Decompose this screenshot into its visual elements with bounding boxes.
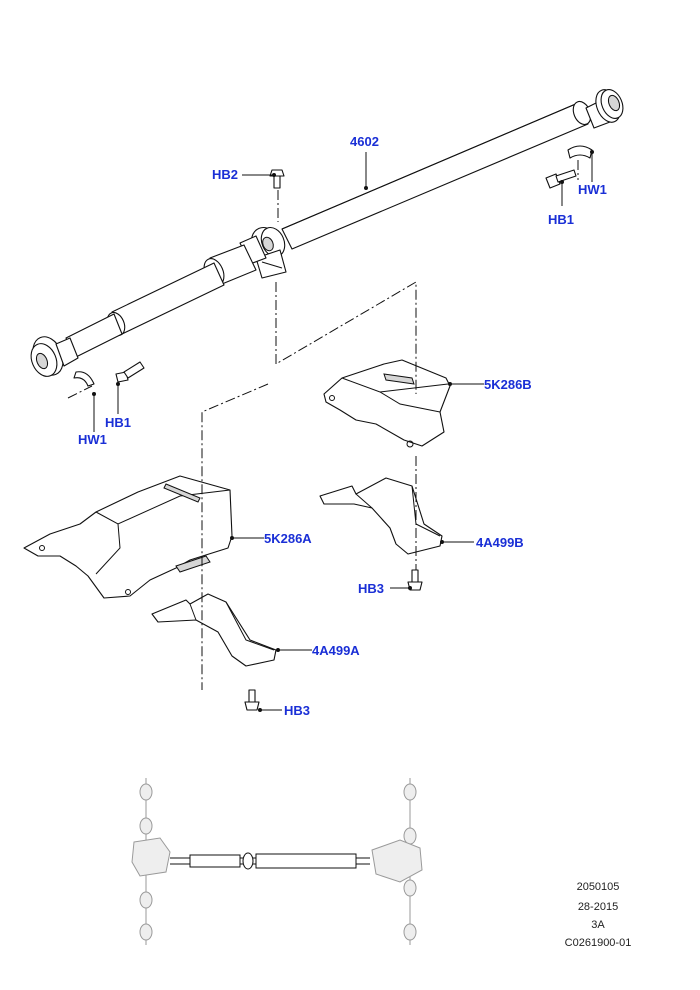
- reference-line-1: 2050105: [577, 881, 620, 893]
- callout-hb3-upper[interactable]: HB3: [358, 581, 384, 596]
- callout-hw1-rear[interactable]: HW1: [578, 182, 607, 197]
- heat-shield-5k286a: [23, 475, 233, 599]
- reference-block: 2050105 28-2015 3A C0261900-01: [565, 881, 632, 949]
- callout-hb1-front[interactable]: HB1: [105, 415, 131, 430]
- centre-bearing-bolt-hb2: [269, 169, 285, 189]
- alignment-lines: [67, 160, 579, 690]
- bracket-4a499a: [151, 593, 277, 667]
- reference-line-3: 3A: [591, 919, 605, 931]
- reference-line-4: C0261900-01: [565, 937, 632, 949]
- bracket-4a499b: [319, 477, 443, 555]
- bracket-bolt-hb3-lower: [244, 689, 260, 711]
- front-washer-hw1: [73, 371, 95, 387]
- callout-bracket-a[interactable]: 4A499A: [312, 643, 360, 658]
- heat-shield-5k286b: [323, 359, 451, 448]
- callout-shaft[interactable]: 4602: [350, 134, 379, 149]
- leader-lines: [92, 150, 594, 712]
- callout-hb2[interactable]: HB2: [212, 167, 238, 182]
- callout-shield-b[interactable]: 5K286B: [484, 377, 532, 392]
- driveline-locator-illustration: [131, 778, 423, 945]
- callout-hw1-front[interactable]: HW1: [78, 432, 107, 447]
- rear-washer-hw1: [567, 145, 593, 159]
- front-bolt-hb1: [115, 361, 145, 383]
- callout-hb1-rear[interactable]: HB1: [548, 212, 574, 227]
- reference-line-2: 28-2015: [578, 901, 618, 913]
- callout-hb3-lower[interactable]: HB3: [284, 703, 310, 718]
- propeller-shaft: [30, 89, 624, 377]
- callout-bracket-b[interactable]: 4A499B: [476, 535, 524, 550]
- callout-shield-a[interactable]: 5K286A: [264, 531, 312, 546]
- rear-bolt-hb1: [545, 169, 577, 189]
